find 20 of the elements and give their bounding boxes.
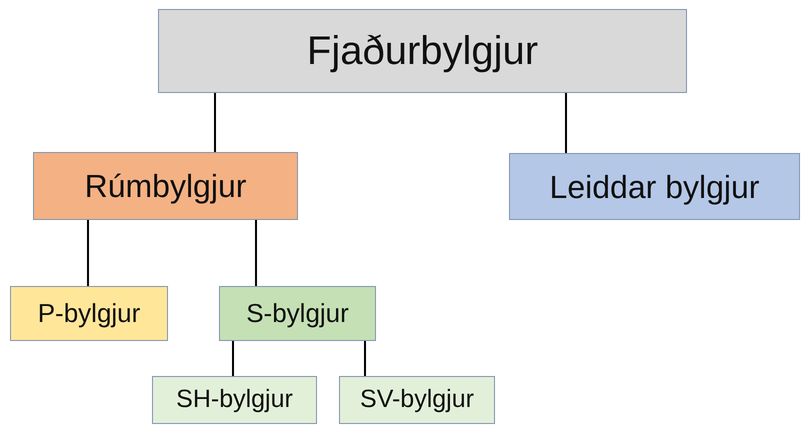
category-box [33,152,298,220]
connector-line [364,341,366,376]
connector-line [232,341,234,376]
connector-line [255,220,257,286]
category-box [339,376,495,424]
category-box [509,153,800,220]
connector-line [565,93,567,153]
box-label: S-bylgjur [246,297,349,330]
box-label: SV-bylgjur [360,384,474,416]
box-label: Leiddar bylgjur [550,168,760,206]
box-label: Rúmbylgjur [84,167,246,206]
connector-line [87,220,89,286]
category-box [152,376,317,424]
category-box [219,286,376,341]
connector-line [214,93,216,152]
box-label: P-bylgjur [38,297,140,330]
box-label: Fjaðurbylgjur [306,28,538,75]
category-box [10,286,168,341]
category-box [158,9,687,93]
box-label: SH-bylgjur [176,384,293,416]
